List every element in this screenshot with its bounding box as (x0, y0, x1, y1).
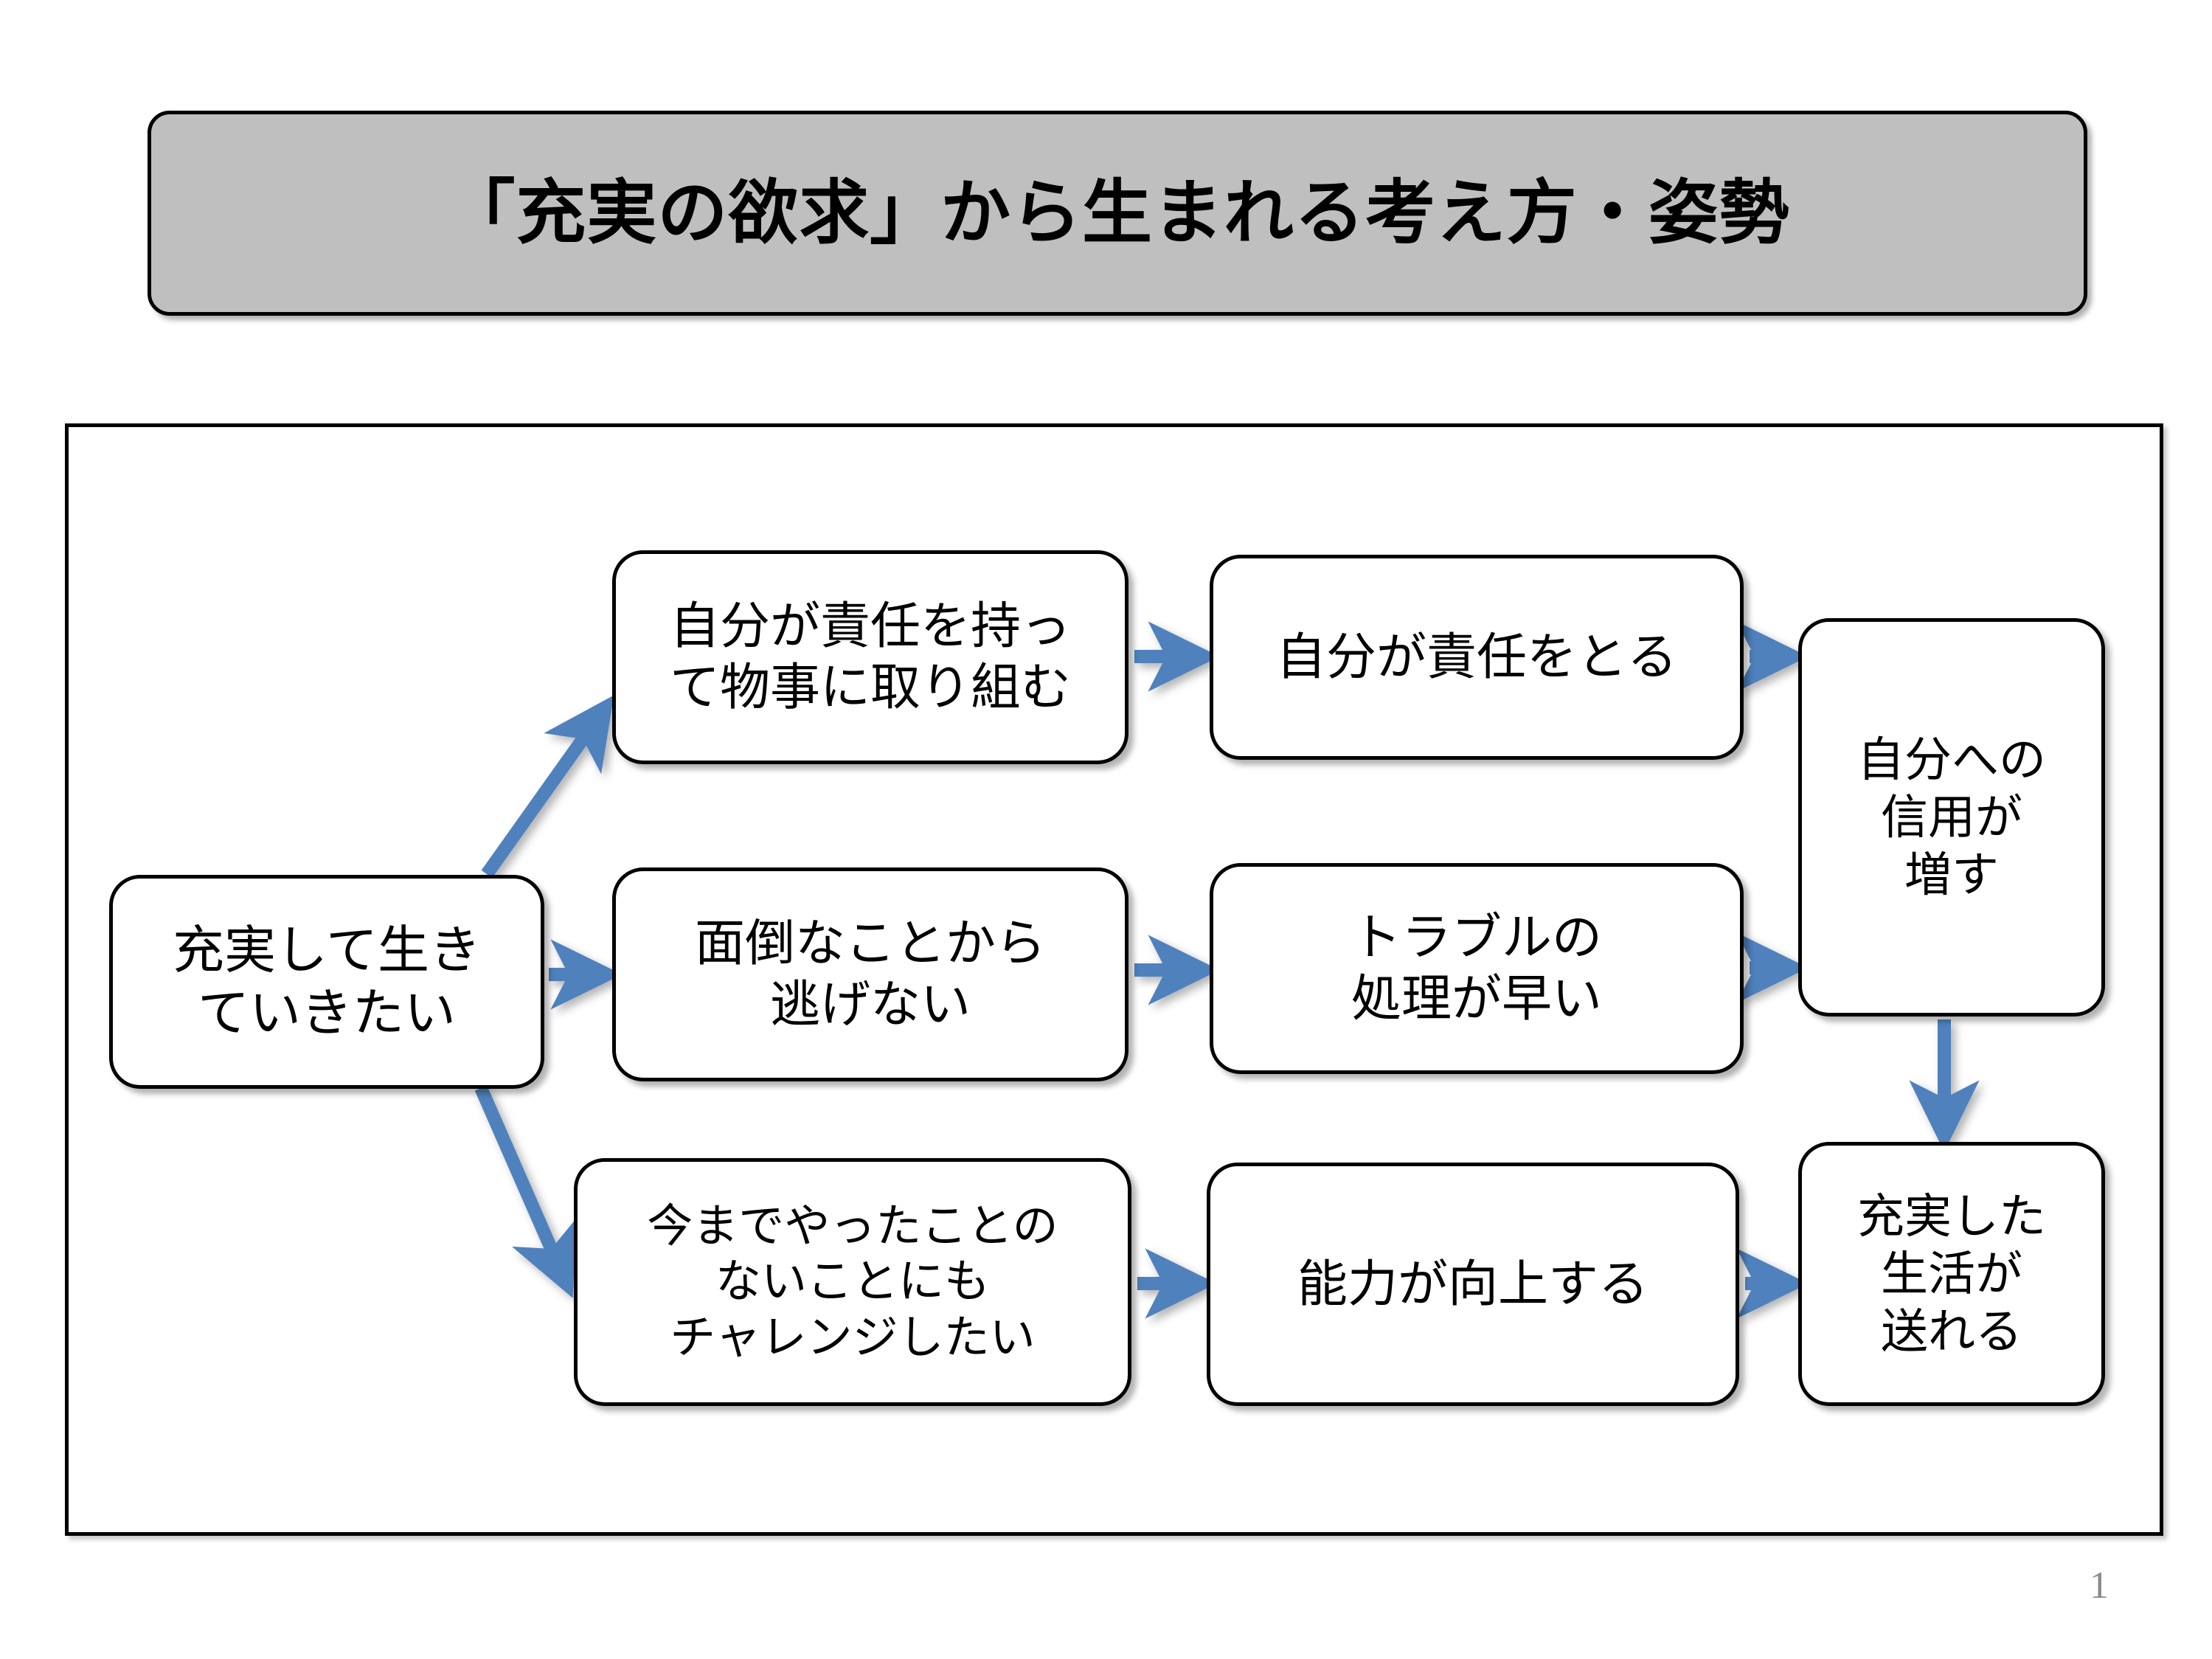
node-responsible[interactable]: 自分が責任を持っ て物事に取り組む (612, 550, 1128, 764)
node-take-responsibility[interactable]: 自分が責任をとる (1210, 555, 1744, 760)
page-number: 1 (2090, 1565, 2109, 1607)
node-self-trust[interactable]: 自分への 信用が 増す (1798, 618, 2105, 1016)
node-take-responsibility-label: 自分が責任をとる (1275, 628, 1677, 685)
node-ability-improves-label: 能力が向上する (1297, 1255, 1648, 1312)
node-self-trust-label: 自分への 信用が 増す (1857, 732, 2046, 902)
node-fulfilled-life[interactable]: 充実した 生活が 送れる (1798, 1142, 2105, 1406)
node-challenge[interactable]: 今までやったことの ないことにも チャレンジしたい (574, 1158, 1131, 1406)
page-title: 「充実の欲求」から生まれる考え方・姿勢 (445, 173, 1790, 252)
node-avoid[interactable]: 面倒なことから 逃げない (612, 867, 1128, 1081)
node-avoid-label: 面倒なことから 逃げない (694, 915, 1046, 1033)
node-challenge-label: 今までやったことの ないことにも チャレンジしたい (647, 1200, 1058, 1363)
node-trouble-handling[interactable]: トラブルの 処理が早い (1210, 863, 1744, 1074)
node-ability-improves[interactable]: 能力が向上する (1207, 1163, 1739, 1406)
node-fulfilled-life-label: 充実した 生活が 送れる (1857, 1189, 2046, 1359)
node-responsible-label: 自分が責任を持っ て物事に取り組む (669, 598, 1071, 716)
node-start[interactable]: 充実して生き ていきたい (109, 875, 544, 1089)
slide-title-banner: 「充実の欲求」から生まれる考え方・姿勢 (148, 111, 2087, 316)
node-trouble-handling-label: トラブルの 処理が早い (1351, 910, 1602, 1027)
node-start-label: 充実して生き ていきたい (173, 921, 481, 1042)
